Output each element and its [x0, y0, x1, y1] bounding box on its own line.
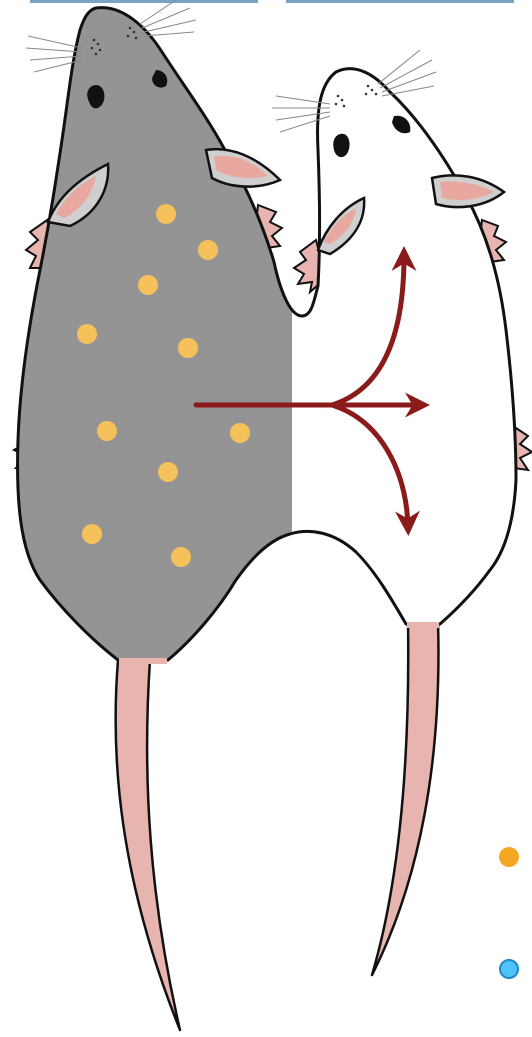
marker-dot-9: [82, 524, 102, 544]
blue-dot-icon: [499, 959, 519, 979]
marker-dot-4: [77, 324, 97, 344]
orange-dot-icon: [499, 847, 519, 867]
marker-dot-8: [158, 462, 178, 482]
marker-dot-3: [138, 275, 158, 295]
right-tail: [372, 622, 438, 975]
marker-dot-6: [97, 421, 117, 441]
marker-dot-5: [178, 338, 198, 358]
marker-dot-10: [171, 547, 191, 567]
marker-dot-1: [156, 204, 176, 224]
left-tail-base: [119, 658, 167, 664]
marker-dot-2: [198, 240, 218, 260]
right-tail-base: [407, 622, 439, 628]
left-tail: [116, 660, 180, 1030]
marker-dot-7: [230, 423, 250, 443]
